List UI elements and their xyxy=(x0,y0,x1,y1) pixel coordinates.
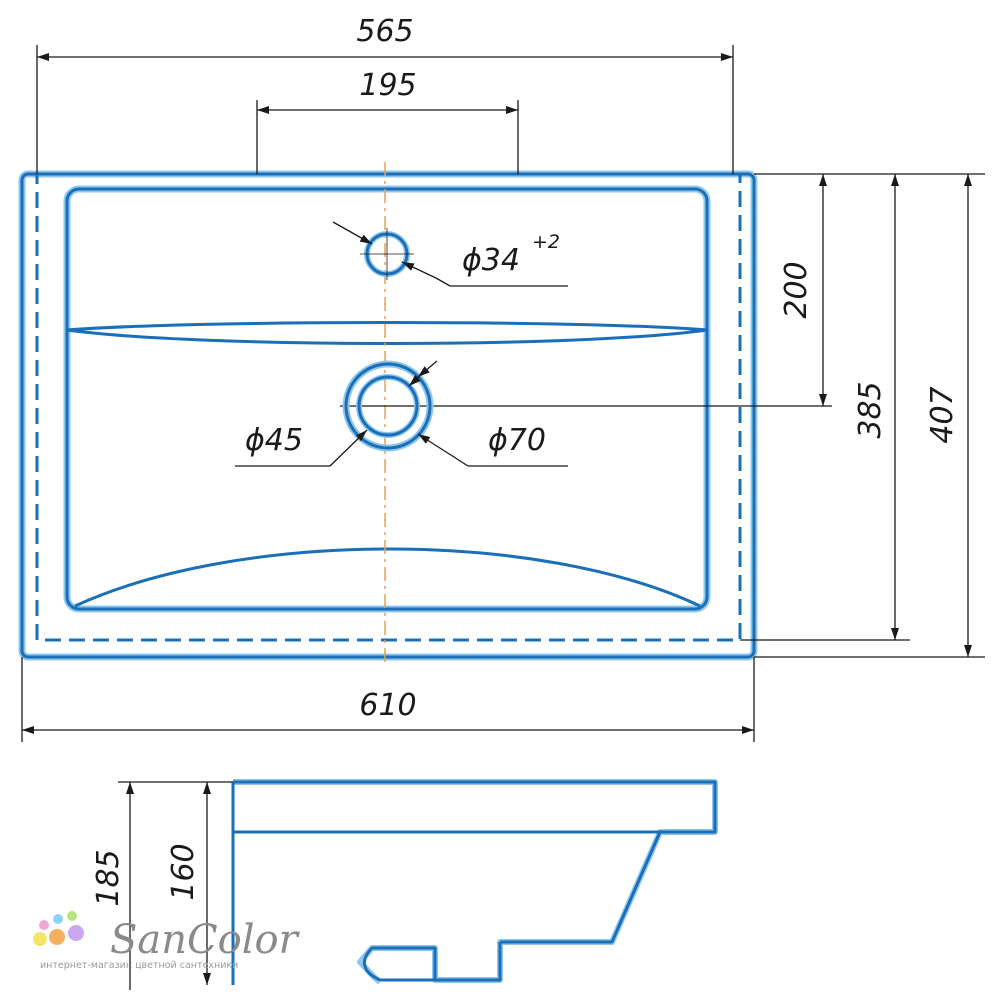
dim-drain-offset xyxy=(740,173,910,641)
leader-drain-outer xyxy=(417,360,568,467)
dim-top-width xyxy=(36,45,734,174)
brand-name: SanColor xyxy=(110,917,301,963)
dim-label-200: 200 xyxy=(779,261,814,318)
top-view: 565 195 610 200 385 xyxy=(18,14,985,742)
logo-dot xyxy=(53,914,63,924)
hidden-contour xyxy=(35,172,742,642)
faucet-hole xyxy=(360,228,414,280)
dim-label-phi45: ϕ45 xyxy=(245,423,303,458)
bowl-front-curve xyxy=(74,547,701,608)
dim-label-160: 160 xyxy=(166,843,201,900)
dim-total-width xyxy=(21,657,755,742)
sancolor-logo: SanColor интернет-магазин цветной сантех… xyxy=(33,911,301,971)
dim-label-phi70: ϕ70 xyxy=(488,423,546,458)
logo-dot xyxy=(39,920,49,930)
logo-dot xyxy=(49,929,65,945)
drain-outlet xyxy=(363,942,502,982)
side-view: 185 160 xyxy=(91,779,718,990)
drain-hole xyxy=(342,360,434,452)
basin-edge xyxy=(65,187,709,611)
logo-dots-icon xyxy=(33,911,84,946)
dim-total-depth xyxy=(754,173,985,658)
dim-label-610: 610 xyxy=(359,688,416,723)
dim-label-385: 385 xyxy=(853,381,888,438)
logo-dot xyxy=(33,932,47,946)
dim-label-195: 195 xyxy=(359,68,416,103)
dim-height-total xyxy=(118,781,233,990)
side-profile xyxy=(233,780,717,944)
faucet-shelf-curve xyxy=(65,321,709,345)
leader-drain-inner xyxy=(235,374,421,467)
dim-hole-offset xyxy=(754,173,840,406)
dim-faucet-spacing xyxy=(256,100,519,174)
leader-hole-dia xyxy=(332,221,568,287)
dim-label-407: 407 xyxy=(925,386,960,443)
brand-tagline: интернет-магазин цветной сантехники xyxy=(40,960,238,971)
logo-dot xyxy=(67,911,77,921)
logo-dot xyxy=(68,925,84,941)
dim-label-185: 185 xyxy=(91,849,126,906)
sink-outline xyxy=(18,170,758,661)
dim-label-phi34-tolerance: +2 xyxy=(532,231,560,253)
dim-label-phi34: ϕ34 xyxy=(462,243,520,278)
dim-label-565: 565 xyxy=(356,14,413,49)
